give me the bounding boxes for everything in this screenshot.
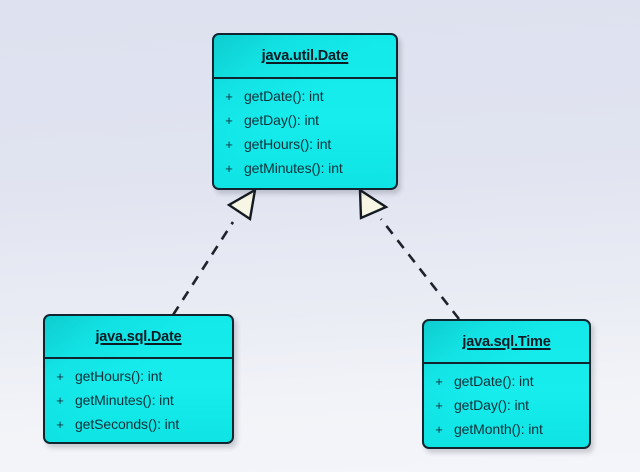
class-member-row[interactable]: + getMinutes(): int	[45, 388, 232, 412]
class-members-compartment: + getDate(): int + getDay(): int + getHo…	[214, 79, 396, 188]
class-name-compartment: java.util.Date	[214, 35, 396, 79]
class-member-row[interactable]: + getMinutes(): int	[214, 156, 396, 180]
generalization-sql-time-to-util-date[interactable]	[358, 187, 461, 320]
member-visibility-marker: +	[435, 373, 443, 389]
member-visibility-marker: +	[225, 160, 233, 176]
class-members-compartment: + getDate(): int + getDay(): int + getMo…	[424, 364, 589, 447]
member-signature-label: getDay(): int	[244, 112, 319, 128]
member-visibility-marker: +	[225, 136, 233, 152]
uml-class-java-sql-time[interactable]: java.sql.Time + getDate(): int + getDay(…	[422, 319, 591, 449]
class-name-compartment: java.sql.Time	[424, 321, 589, 364]
generalization-dashed-line	[171, 221, 235, 316]
member-signature-label: getMinutes(): int	[244, 160, 343, 176]
generalization-dashed-line	[379, 218, 461, 320]
class-member-row[interactable]: + getHours(): int	[45, 364, 232, 388]
member-signature-label: getMinutes(): int	[75, 392, 174, 408]
generalization-arrowhead-triangle	[358, 187, 389, 220]
member-visibility-marker: +	[56, 392, 64, 408]
member-visibility-marker: +	[225, 88, 233, 104]
member-visibility-marker: +	[225, 112, 233, 128]
class-name-label: java.util.Date	[261, 48, 349, 64]
uml-class-java-util-date[interactable]: java.util.Date + getDate(): int + getDay…	[212, 33, 398, 190]
member-signature-label: getMonth(): int	[454, 421, 543, 437]
member-signature-label: getDay(): int	[454, 397, 529, 413]
member-signature-label: getDate(): int	[244, 88, 324, 104]
member-signature-label: getDate(): int	[454, 373, 534, 389]
member-visibility-marker: +	[435, 397, 443, 413]
member-signature-label: getHours(): int	[244, 136, 332, 152]
class-member-row[interactable]: + getDate(): int	[424, 369, 589, 393]
class-member-row[interactable]: + getDay(): int	[214, 108, 396, 132]
generalization-sql-date-to-util-date[interactable]	[171, 187, 257, 316]
class-name-label: java.sql.Time	[462, 333, 551, 350]
generalization-arrowhead-triangle	[226, 187, 257, 222]
member-visibility-marker: +	[56, 416, 64, 432]
class-member-row[interactable]: + getDay(): int	[424, 393, 589, 417]
class-name-compartment: java.sql.Date	[45, 316, 232, 359]
class-member-row[interactable]: + getDate(): int	[214, 84, 396, 108]
class-name-label: java.sql.Date	[95, 328, 182, 345]
member-visibility-marker: +	[435, 421, 443, 437]
class-member-row[interactable]: + getSeconds(): int	[45, 412, 232, 436]
class-member-row[interactable]: + getHours(): int	[214, 132, 396, 156]
member-signature-label: getSeconds(): int	[75, 416, 180, 432]
class-member-row[interactable]: + getMonth(): int	[424, 417, 589, 441]
member-visibility-marker: +	[56, 368, 64, 384]
class-members-compartment: + getHours(): int + getMinutes(): int + …	[45, 359, 232, 442]
member-signature-label: getHours(): int	[75, 368, 163, 384]
uml-class-java-sql-date[interactable]: java.sql.Date + getHours(): int + getMin…	[43, 314, 234, 444]
